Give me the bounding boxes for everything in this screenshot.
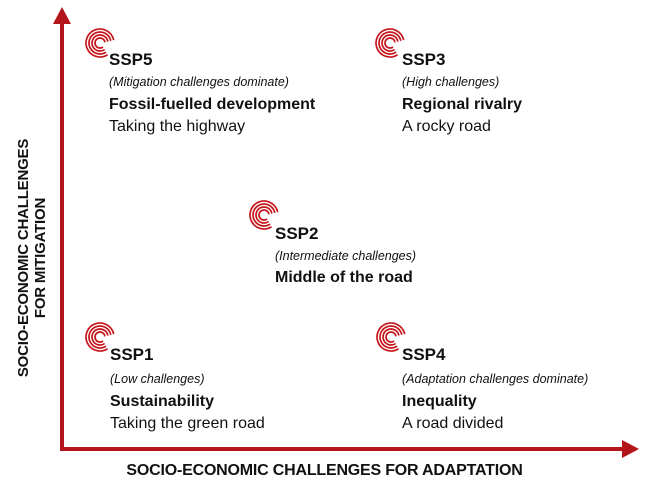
swirl-arc xyxy=(94,37,106,49)
y-axis-label-line2: FOR MITIGATION xyxy=(32,197,49,319)
swirl-arc xyxy=(91,34,109,52)
swirl-arc xyxy=(378,31,402,55)
swirl-arc xyxy=(252,203,276,227)
x-axis-label: SOCIO-ECONOMIC CHALLENGES FOR ADAPTATION xyxy=(126,462,523,479)
swirl-arc xyxy=(258,209,270,221)
scenario-name: Middle of the road xyxy=(275,269,413,286)
swirl-arc xyxy=(88,325,112,349)
scenario-description: Taking the highway xyxy=(109,118,246,135)
scenario-subtitle: (Mitigation challenges dominate) xyxy=(109,75,289,89)
swirl-arc xyxy=(376,322,406,352)
scenario-subtitle: (Adaptation challenges dominate) xyxy=(402,372,589,386)
scenario-code: SSP2 xyxy=(275,224,319,243)
scenario-name: Inequality xyxy=(402,393,477,410)
y-axis-label: SOCIO-ECONOMIC CHALLENGES FOR MITIGATION xyxy=(15,113,59,403)
x-axis-arrowhead xyxy=(622,440,639,458)
scenario-subtitle: (High challenges) xyxy=(402,75,500,89)
scenario-name: Fossil-fuelled development xyxy=(109,96,316,113)
y-axis-arrowhead xyxy=(53,7,71,24)
swirl-icon xyxy=(85,322,115,352)
y-axis-label-line1: SOCIO-ECONOMIC CHALLENGES xyxy=(15,138,32,378)
scenario-subtitle: (Low challenges) xyxy=(110,372,205,386)
scenario-description: A road divided xyxy=(402,415,504,432)
scenario-description: Taking the green road xyxy=(110,415,265,432)
scenario-name: Regional rivalry xyxy=(402,96,523,113)
swirl-arc xyxy=(91,328,109,346)
swirl-arc xyxy=(255,206,273,224)
swirl-arc xyxy=(381,34,399,52)
swirl-icon xyxy=(249,200,279,230)
scenario-code: SSP4 xyxy=(402,345,446,364)
scenario-code: SSP1 xyxy=(110,345,154,364)
swirl-arc xyxy=(375,28,405,58)
swirl-arc xyxy=(249,200,279,230)
scenario-code: SSP5 xyxy=(109,50,153,69)
scenario-code: SSP3 xyxy=(402,50,446,69)
scenario-name: Sustainability xyxy=(110,393,215,410)
swirl-arc xyxy=(94,331,106,343)
swirl-icon xyxy=(85,28,115,58)
swirl-icon xyxy=(376,322,406,352)
swirl-arc xyxy=(85,322,115,352)
swirl-arc xyxy=(384,37,396,49)
scenario-subtitle: (Intermediate challenges) xyxy=(275,249,417,263)
swirl-arc xyxy=(382,328,400,346)
swirl-arc xyxy=(88,31,112,55)
swirl-arc xyxy=(85,28,115,58)
swirl-arc xyxy=(385,331,397,343)
swirl-arc xyxy=(379,325,403,349)
swirl-icon xyxy=(375,28,405,58)
scenario-description: A rocky road xyxy=(402,118,491,135)
